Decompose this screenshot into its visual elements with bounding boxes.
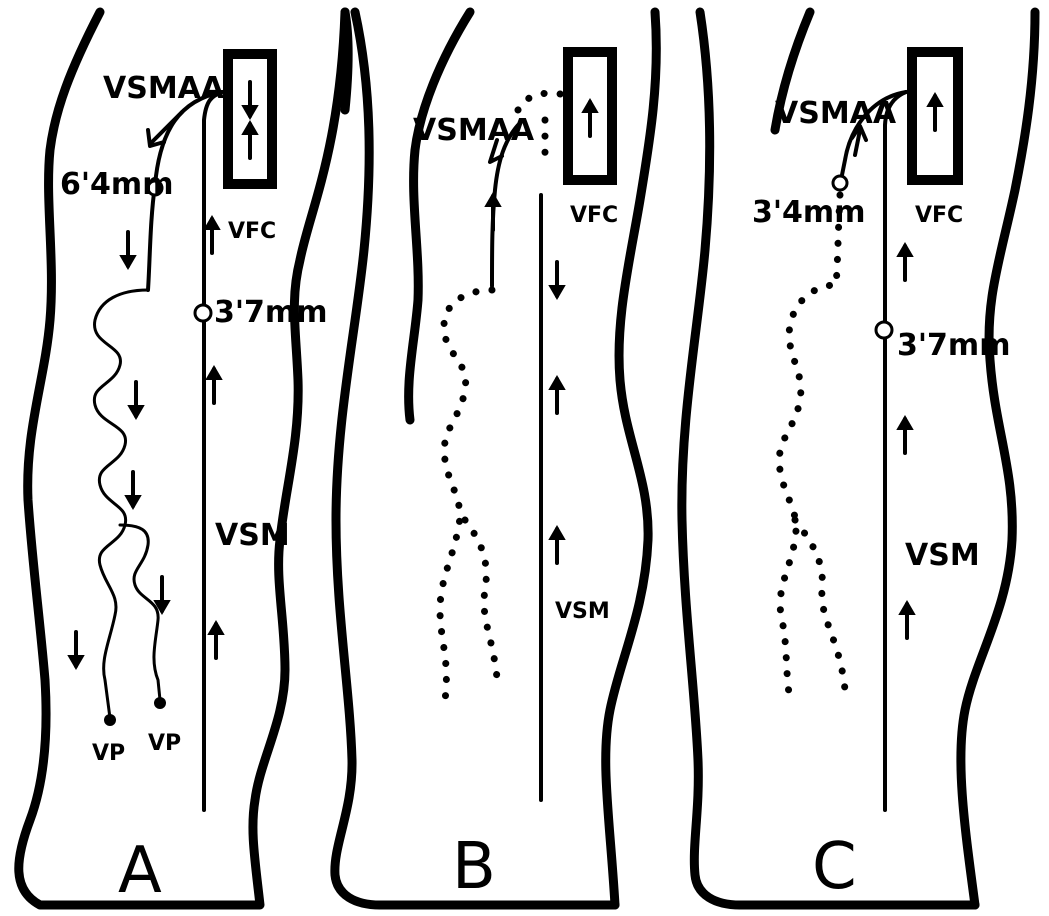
varicose-dotted-left-b xyxy=(440,290,492,700)
vfc-label-b: VFC xyxy=(570,203,618,228)
varicose-dotted-right-b xyxy=(465,520,498,690)
vfc-label-c: VFC xyxy=(915,203,963,228)
leg-a-front-line xyxy=(345,12,348,110)
vsmaa-label-c: VSMAA xyxy=(775,96,897,131)
diameter-upper-label-c: 3'4mm xyxy=(752,195,865,230)
panel-c: VSMAA 3'4mm VFC 3'7mm VSM C xyxy=(682,12,1035,905)
panel-letter-a: A xyxy=(118,834,162,908)
vp-end-right-a xyxy=(154,697,166,709)
vfc-label-a: VFC xyxy=(228,219,276,244)
leg-c-right-outline xyxy=(961,12,1035,905)
leg-c-back-outline xyxy=(682,12,740,905)
leg-b-back-outline xyxy=(335,12,380,905)
vp-right-label-a: VP xyxy=(148,731,181,756)
vsm-label-b: VSM xyxy=(555,599,610,624)
diameter-marker-lower-c xyxy=(876,322,892,338)
leg-a-left-outline xyxy=(19,12,345,905)
diameter-marker-upper-c xyxy=(833,176,847,190)
vsm-vein-c xyxy=(885,92,906,810)
vsm-vein-a xyxy=(204,92,222,810)
diameter-upper-label-a: 6'4mm xyxy=(60,167,173,202)
vsm-label-c: VSM xyxy=(905,538,980,573)
leg-b-front-outline xyxy=(409,12,470,420)
varicose-dotted-right-c xyxy=(795,520,845,690)
vp-left-label-a: VP xyxy=(92,741,125,766)
panel-b: VSMAA VFC VSM B xyxy=(335,12,656,905)
vsm-label-a: VSM xyxy=(215,518,290,553)
vp-wavy-left-a xyxy=(94,290,148,718)
vp-wavy-right-a xyxy=(120,525,160,700)
diameter-lower-label-a: 3'7mm xyxy=(214,295,327,330)
vsmaa-label-a: VSMAA xyxy=(103,71,225,106)
diameter-lower-label-c: 3'7mm xyxy=(897,328,1010,363)
diameter-marker-lower-a xyxy=(195,305,211,321)
vp-end-left-a xyxy=(104,714,116,726)
panel-letter-c: C xyxy=(812,830,857,904)
panel-letter-b: B xyxy=(452,830,496,904)
panel-a: VSMAA 6'4mm VFC 3'7mm VSM VP VP A xyxy=(19,12,348,908)
vsmaa-label-b: VSMAA xyxy=(413,113,535,148)
